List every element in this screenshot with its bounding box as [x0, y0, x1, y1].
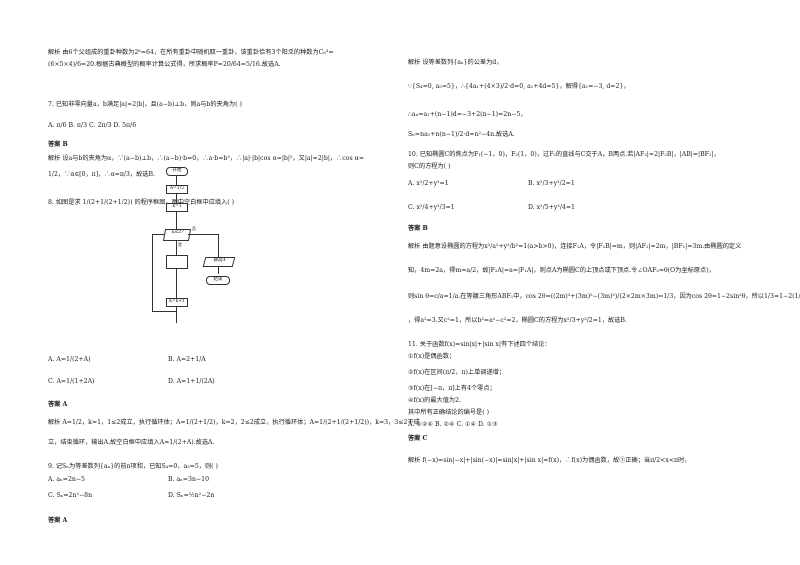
q11-prompt: 其中所有正确结论的编号是( )	[408, 409, 490, 416]
q10-option-d: D. x²/5+y²/4=1	[528, 204, 575, 211]
q11-statement-3: ③f(x)在[−π，π]上有4个零点；	[408, 385, 496, 392]
q7-options: A. π/6 B. π/3 C. 2π/3 D. 5π/6	[48, 122, 137, 129]
q10-question-line2: 则C的方程为( )	[408, 163, 451, 170]
q9-answer: 答案 A	[48, 517, 68, 524]
q9-question: 9. 记Sₙ为等差数列{aₙ}的前n项和，已知S₄=0，a₅=5，则( )	[48, 463, 218, 470]
q10-solution-line3: 则sin θ=c/a=1/a.在等腰三角形ABF₁中，cos 2θ=((2m)²…	[408, 293, 800, 300]
q8-solution-line2: 立，结束循环，输出A.故空白框中应填入A=1/(2+A).故选A.	[48, 439, 215, 446]
q10-solution-line1: 解析 由题意设椭圆的方程为x²/a²+y²/b²=1(a>b>0)，连接F₁A，…	[408, 243, 742, 250]
q8-answer: 答案 A	[48, 401, 68, 408]
flow-blank-box	[166, 255, 188, 269]
q10-solution-line2: 知，4m=2a，得m=a/2，故|F₂A|=a=|F₁A|，则点A为椭圆C的上顶…	[408, 267, 715, 274]
q11-statement-1: ①f(x)是偶函数；	[408, 353, 456, 360]
flow-condition: k≤2?	[162, 229, 192, 241]
q9-solution-system: ∵{S₄=0, a₅=5}，∴{4a₁+(4×3)/2·d=0, a₁+4d=5…	[408, 83, 630, 90]
q8-option-d: D. A=1+1/(2A)	[168, 378, 215, 385]
q9-solution-sn: Sₙ=na₁+n(n−1)/2·d=n²−4n.故选A.	[408, 131, 515, 138]
flow-k-init: k=1	[166, 203, 188, 212]
flow-end: 结束	[206, 276, 230, 285]
q7-answer: 答案 B	[48, 141, 68, 148]
q7-solution-line2: 1/2，∵α∈[0，π]，∴α=π/3，故选B.	[48, 171, 156, 178]
q9-solution-intro: 解析 设等差数列{aₙ}的公差为d，	[408, 59, 503, 66]
q6-solution-line2: (6×5×4)/6=20.根据古典概型的概率计算公式得，所求概率P=20/64=…	[48, 61, 281, 68]
q8-option-a: A. A=1/(2+A)	[48, 356, 91, 363]
q9-option-d: D. Sₙ=½n²−2n	[168, 492, 215, 499]
q11-question: 11. 关于函数f(x)=sin|x|+|sin x|有下述四个结论：	[408, 341, 551, 348]
flow-output: 输出A	[202, 257, 236, 267]
q7-solution-line1: 解析 设a与b的夹角为α，∵(a−b)⊥b，∴(a−b)·b=0，∴a·b=b²…	[48, 155, 365, 162]
q11-answer: 答案 C	[408, 435, 428, 442]
q10-answer: 答案 B	[408, 225, 428, 232]
q8-solution-line1: 解析 A=1/2，k=1，1≤2成立，执行循环体；A=1/(2+1/2)，k=2…	[48, 419, 420, 426]
q10-solution-line4: ，得a²=3.又c²=1，所以b²=a²−c²=2，椭圆C的方程为x²/3+y²…	[408, 317, 627, 324]
flow-start: 开始	[166, 167, 188, 176]
q11-statement-2: ②f(x)在区间(π/2，π)上单调递增；	[408, 369, 506, 376]
flow-increment: k=k+1	[166, 298, 188, 307]
q10-option-a: A. x²/2+y²=1	[408, 180, 449, 187]
q10-option-c: C. x²/4+y²/3=1	[408, 204, 455, 211]
q10-option-b: B. x²/3+y²/2=1	[528, 180, 575, 187]
q11-solution-line1: 解析 f(−x)=sin|−x|+|sin(−x)|=sin|x|+|sin x…	[408, 457, 691, 464]
q7-question: 7. 已知非零向量a，b满足|a|=2|b|，且(a−b)⊥b，则a与b的夹角为…	[48, 101, 242, 108]
flow-no-label: 否	[192, 226, 196, 231]
q10-question-line1: 10. 已知椭圆C的焦点为F₁(−1，0)，F₂(1，0)，过F₂的直线与C交于…	[408, 151, 720, 158]
flow-yes-label: 是	[178, 242, 182, 247]
q8-question: 8. 如图是求 1/(2+1/(2+1/2)) 的程序框图，图中空白框中应填入(…	[48, 199, 235, 206]
q9-solution-an: ∴aₙ=a₁+(n−1)d=−3+2(n−1)=2n−5，	[408, 111, 527, 118]
q8-option-b: B. A=2+1/A	[168, 356, 206, 363]
q11-options: A. ①②④ B. ②④ C. ①④ D. ①③	[408, 421, 498, 428]
q9-option-c: C. Sₙ=2n²−8n	[48, 492, 93, 499]
q11-statement-4: ④f(x)的最大值为2.	[408, 397, 461, 404]
q9-option-a: A. aₙ=2n−5	[48, 476, 85, 483]
q6-solution-line1: 解析 由6个父组成的重卦种数为2⁶=64，在所有重卦中随机取一重卦，该重卦恰有3…	[48, 49, 334, 56]
flow-init: A=1/2	[166, 185, 188, 194]
program-flowchart: 开始 A=1/2 k=1 k≤2? 输出A 结束 k=k+1 否 是	[132, 163, 252, 323]
q8-option-c: C. A=1/(1+2A)	[48, 378, 95, 385]
q9-option-b: B. aₙ=3n−10	[168, 476, 210, 483]
